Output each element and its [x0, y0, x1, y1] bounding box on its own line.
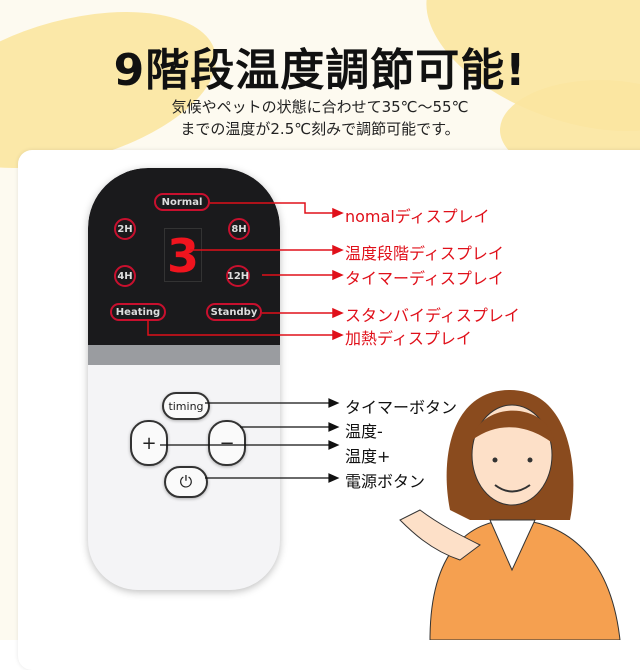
- minus-button[interactable]: −: [208, 420, 246, 466]
- 8h-indicator: 8H: [228, 218, 250, 240]
- woman-illustration: [399, 390, 621, 640]
- label-timer-button: タイマーボタン: [345, 398, 458, 417]
- label-timer-display: タイマーディスプレイ: [345, 269, 504, 288]
- label-temperature-display: 温度段階ディスプレイ: [345, 244, 504, 263]
- 4h-indicator: 4H: [114, 265, 136, 287]
- label-temp-minus: 温度-: [345, 422, 383, 441]
- 2h-indicator: 2H: [114, 218, 136, 240]
- label-heating-display: 加熱ディスプレイ: [345, 329, 472, 348]
- subtitle-line2: までの温度が2.5℃刻みで調節可能です。: [180, 120, 460, 138]
- standby-indicator: Standby: [206, 303, 262, 321]
- power-button[interactable]: ⏻: [164, 466, 208, 498]
- 12h-indicator: 12H: [226, 265, 250, 287]
- label-temp-plus: 温度+: [345, 447, 391, 466]
- heating-indicator: Heating: [110, 303, 166, 321]
- label-power-button: 電源ボタン: [345, 472, 426, 491]
- remote-band: [88, 345, 280, 365]
- power-icon: ⏻: [179, 472, 193, 491]
- plus-button[interactable]: +: [130, 420, 168, 466]
- timing-button[interactable]: timing: [162, 392, 210, 420]
- callout-lines: [147, 202, 344, 483]
- subtitle-line1: 気候やペットの状態に合わせて35℃〜55℃: [171, 98, 469, 116]
- temperature-digit: 3: [164, 228, 202, 283]
- label-standby-display: スタンバイディスプレイ: [345, 306, 520, 325]
- normal-indicator: Normal: [154, 193, 210, 211]
- remote-display-panel: Normal 2H 8H 3 4H 12H Heating Standby: [88, 168, 280, 345]
- label-normal-display: nomalディスプレイ: [345, 207, 490, 226]
- remote-control: Normal 2H 8H 3 4H 12H Heating Standby ti…: [88, 168, 280, 590]
- page-title: 9階段温度調節可能!: [113, 45, 527, 96]
